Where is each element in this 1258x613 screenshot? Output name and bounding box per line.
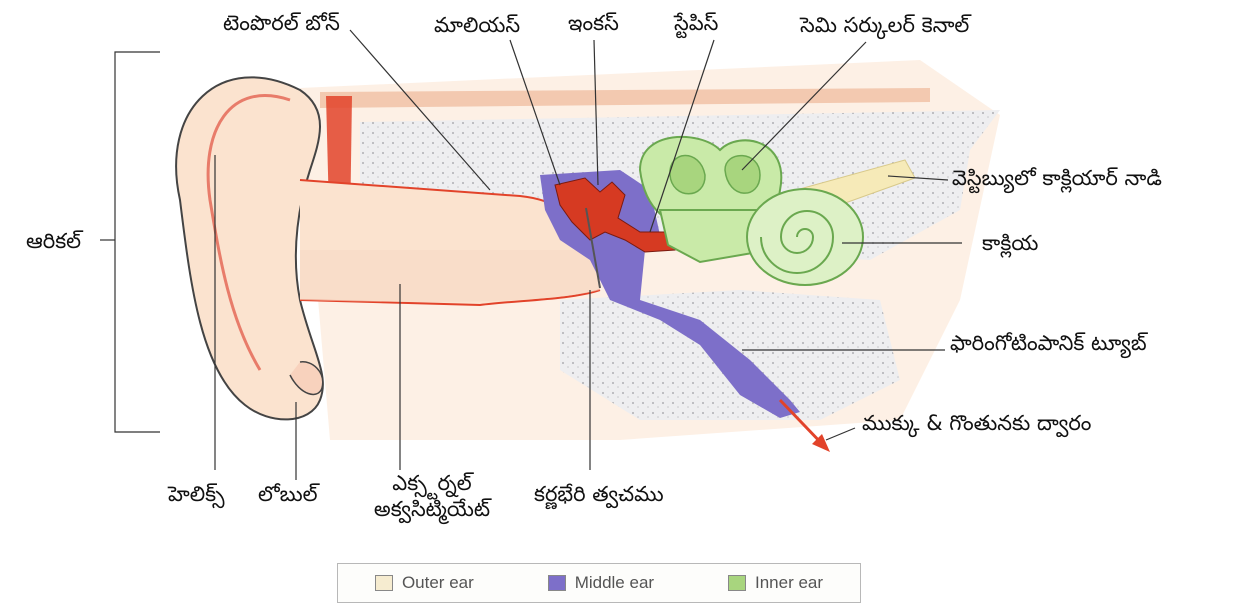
label-nose-throat: ముక్కు & గొంతునకు ద్వారం (862, 410, 1091, 436)
label-temporal-bone: టెంపొరల్ బోన్ (223, 10, 340, 36)
legend-item-outer: Outer ear (375, 573, 474, 593)
legend-swatch-middle (548, 575, 566, 591)
label-auricle: ఆరికల్ (26, 228, 81, 254)
legend-label-middle: Middle ear (575, 573, 654, 593)
label-incus: ఇంకస్ (568, 10, 619, 36)
legend-swatch-outer (375, 575, 393, 591)
label-external-meatus: ఎక్స్టర్నల్ అక్వసిట్మియేట్ (342, 470, 522, 522)
legend-swatch-inner (728, 575, 746, 591)
legend-item-middle: Middle ear (548, 573, 654, 593)
auricle-bracket (115, 52, 160, 432)
label-malleus: మాలియస్ (434, 12, 520, 38)
label-external-meatus-line2: అక్వసిట్మియేట్ (342, 496, 522, 522)
canal-lower-skin (300, 250, 600, 302)
label-stapes: స్టేపిస్ (674, 10, 718, 36)
leader-nose (826, 428, 855, 440)
legend-label-inner: Inner ear (755, 573, 823, 593)
label-eustachian-tube: ఫారింగోటింపానిక్ ట్యూబ్ (950, 330, 1147, 356)
label-vestibulocochlear-nerve: వెస్టిబ్యులో కాక్లియార్ నాడి (952, 165, 1162, 191)
legend-item-inner: Inner ear (728, 573, 823, 593)
legend: Outer ear Middle ear Inner ear (337, 563, 861, 603)
label-lobule: లోబుల్ (258, 481, 318, 507)
label-helix: హెలిక్స్ (168, 481, 225, 507)
label-tympanic-membrane: కర్ణభేరి త్వచము (534, 481, 664, 507)
label-external-meatus-line1: ఎక్స్టర్నల్ (342, 470, 522, 496)
label-cochlea: కాక్లియ (982, 230, 1038, 256)
cochlea-shape (747, 189, 863, 285)
label-semicircular-canal: సెమి సర్కులర్ కెనాల్ (800, 12, 969, 38)
legend-label-outer: Outer ear (402, 573, 474, 593)
